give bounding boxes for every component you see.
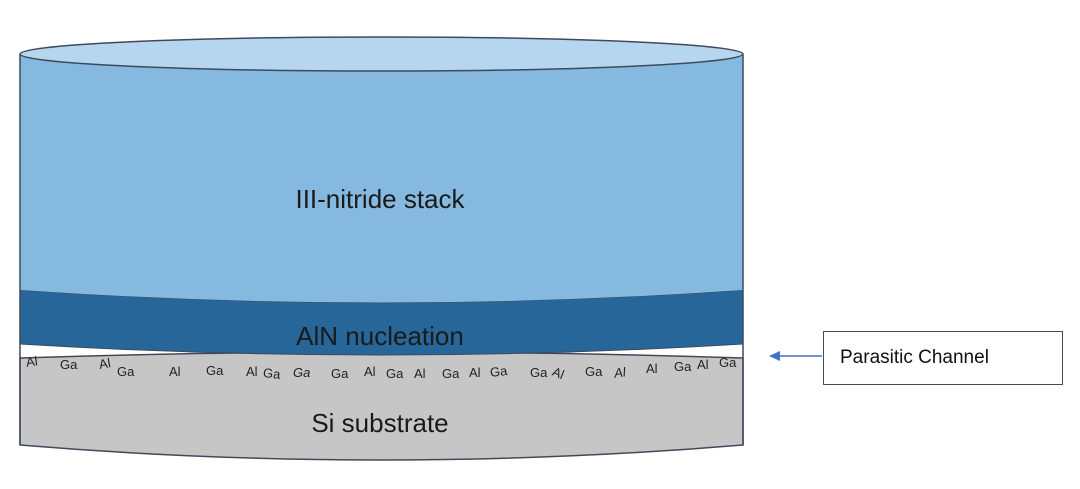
- atom-label: Ga: [117, 364, 135, 379]
- atom-label: Ga: [206, 363, 224, 378]
- callout-arrow: [769, 351, 822, 361]
- atom-label: Al: [364, 364, 376, 379]
- nitride-stack-label: III-nitride stack: [295, 184, 465, 214]
- atom-label: Al: [98, 355, 112, 372]
- atom-label: Al: [469, 365, 481, 380]
- atom-label: Al: [550, 364, 566, 382]
- cylinder-top-face: [19, 36, 744, 72]
- arrowhead-left-icon: [769, 351, 780, 361]
- atom-label: Ga: [60, 357, 78, 372]
- atom-label: Al: [246, 364, 258, 379]
- si-substrate-label: Si substrate: [311, 408, 448, 438]
- atom-label: Ga: [674, 359, 692, 374]
- atom-label: Ga: [442, 366, 460, 381]
- atom-label: Al: [697, 357, 709, 372]
- callout-label: Parasitic Channel: [840, 347, 989, 368]
- atom-label: Ga: [530, 365, 548, 380]
- nitride-stack-layer: [20, 54, 743, 303]
- atom-label: Ga: [386, 366, 404, 381]
- atom-label: Al: [646, 361, 658, 376]
- atom-label: Ga: [331, 366, 349, 381]
- atom-label: Ga: [293, 365, 310, 380]
- atom-label: Al: [25, 353, 39, 369]
- atom-label: Ga: [585, 364, 603, 379]
- atom-label: Ga: [719, 355, 737, 370]
- interface-atoms: Al Ga Al Ga Al Ga Al Ga Ga Ga Al Ga Al G…: [25, 353, 737, 382]
- aln-nucleation-label: AlN nucleation: [296, 321, 464, 351]
- atom-label: Al: [612, 364, 628, 381]
- parasitic-channel-callout: Parasitic Channel: [823, 331, 1063, 385]
- atom-label: Ga: [262, 365, 282, 382]
- atom-label: Al: [414, 366, 426, 381]
- atom-label: Ga: [489, 363, 509, 380]
- atom-label: Al: [169, 364, 181, 379]
